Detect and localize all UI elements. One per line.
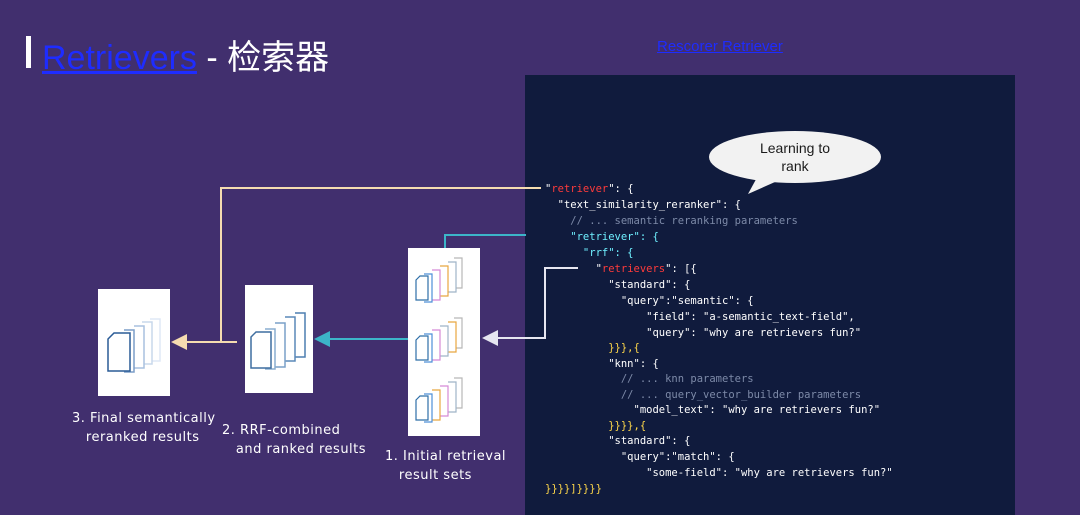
caption-initial: 1. Initial retrieval result sets (385, 447, 506, 485)
code-token: // ... query_vector_builder parameters (545, 389, 862, 401)
code-line: "field": "a-semantic_text-field", (545, 310, 855, 324)
code-token: " (545, 183, 552, 195)
caption-rrf-line-2: and ranked results (222, 442, 367, 457)
title-accent-bar (26, 36, 31, 68)
code-token: "standard": { (545, 279, 691, 291)
retrievers-link[interactable]: Retrievers (42, 39, 197, 77)
code-line: "query":"semantic": { (545, 294, 754, 308)
code-token: retrievers (601, 263, 666, 275)
code-token: "standard": { (545, 435, 691, 447)
initial-results-box (408, 248, 480, 436)
code-token: "query":"semantic": { (545, 295, 754, 307)
code-token: ": [{ (665, 263, 697, 275)
rrf-docs-icon (250, 312, 306, 370)
result-set-1 (415, 257, 463, 303)
code-line: // ... query_vector_builder parameters (545, 388, 861, 402)
code-line: // ... semantic reranking parameters (545, 214, 798, 228)
code-line: "knn": { (545, 357, 659, 371)
code-line: "some-field": "why are retrievers fun?" (545, 466, 893, 480)
code-token: // ... semantic reranking parameters (545, 215, 798, 227)
code-token: "retriever": { (545, 231, 659, 243)
arrow-reranker-to-final (171, 187, 541, 350)
caption-initial-line-1: 1. Initial retrieval (385, 449, 507, 464)
code-token: "model_text": "why are retrievers fun?" (545, 404, 881, 416)
code-line: "model_text": "why are retrievers fun?" (545, 403, 881, 417)
code-line: }}},{ (545, 341, 640, 355)
code-line: // ... knn parameters (545, 372, 754, 386)
code-line: "retriever": { (545, 230, 659, 244)
result-set-2 (415, 317, 463, 363)
code-token: " (545, 263, 602, 275)
code-line: }}}},{ (545, 419, 646, 433)
code-line: "standard": { (545, 434, 690, 448)
result-set-3 (415, 377, 463, 423)
title-suffix: - 检索器 (196, 39, 330, 77)
code-token: retriever (551, 183, 609, 195)
bubble-line-2: rank (781, 158, 809, 174)
caption-final-line-2: reranked results (72, 430, 200, 445)
code-line: "text_similarity_reranker": { (545, 198, 741, 212)
code-line: "retrievers": [{ (545, 262, 697, 276)
arrow-retrievers-to-initial (482, 267, 578, 346)
code-token: ": { (608, 183, 634, 195)
page-title: Retrievers - 检索器 (42, 30, 329, 79)
code-line: "rrf": { (545, 246, 634, 260)
caption-rrf-line-1: 2. RRF-combined (222, 423, 341, 438)
code-token: "knn": { (545, 358, 659, 370)
arrow-rrf-branch (444, 234, 526, 248)
code-line: "standard": { (545, 278, 690, 292)
code-token: "some-field": "why are retrievers fun?" (545, 467, 893, 479)
code-token: "query": "why are retrievers fun?" (545, 327, 862, 339)
code-token: "field": "a-semantic_text-field", (545, 311, 855, 323)
caption-rrf: 2. RRF-combined and ranked results (222, 421, 366, 459)
final-results-box (98, 289, 170, 396)
code-line: "query": "why are retrievers fun?" (545, 326, 861, 340)
code-token: "rrf": { (545, 247, 634, 259)
caption-final-line-1: 3. Final semantically (72, 411, 216, 426)
code-token: }}}},{ (545, 420, 647, 432)
final-docs-icon (107, 318, 161, 373)
rrf-results-box (245, 285, 313, 393)
code-line: "query":"match": { (545, 450, 735, 464)
code-token: // ... knn parameters (545, 373, 754, 385)
code-token: "text_similarity_reranker": { (545, 199, 741, 211)
learning-to-rank-bubble: Learning to rank (709, 131, 881, 194)
code-line: }}}}]}}}} (545, 482, 602, 496)
caption-final: 3. Final semantically reranked results (72, 409, 216, 447)
code-line: "retriever": { (545, 182, 634, 196)
bubble-line-1: Learning to (760, 140, 830, 156)
code-token: }}}}]}}}} (545, 483, 602, 495)
code-token: "query":"match": { (545, 451, 735, 463)
code-token: }}},{ (545, 342, 640, 354)
initial-docs-icon (415, 257, 463, 423)
caption-initial-line-2: result sets (385, 468, 472, 483)
code-block: "retriever": { "text_similarity_reranker… (525, 75, 1015, 515)
rescorer-retriever-link[interactable]: Rescorer Retriever (657, 38, 783, 55)
